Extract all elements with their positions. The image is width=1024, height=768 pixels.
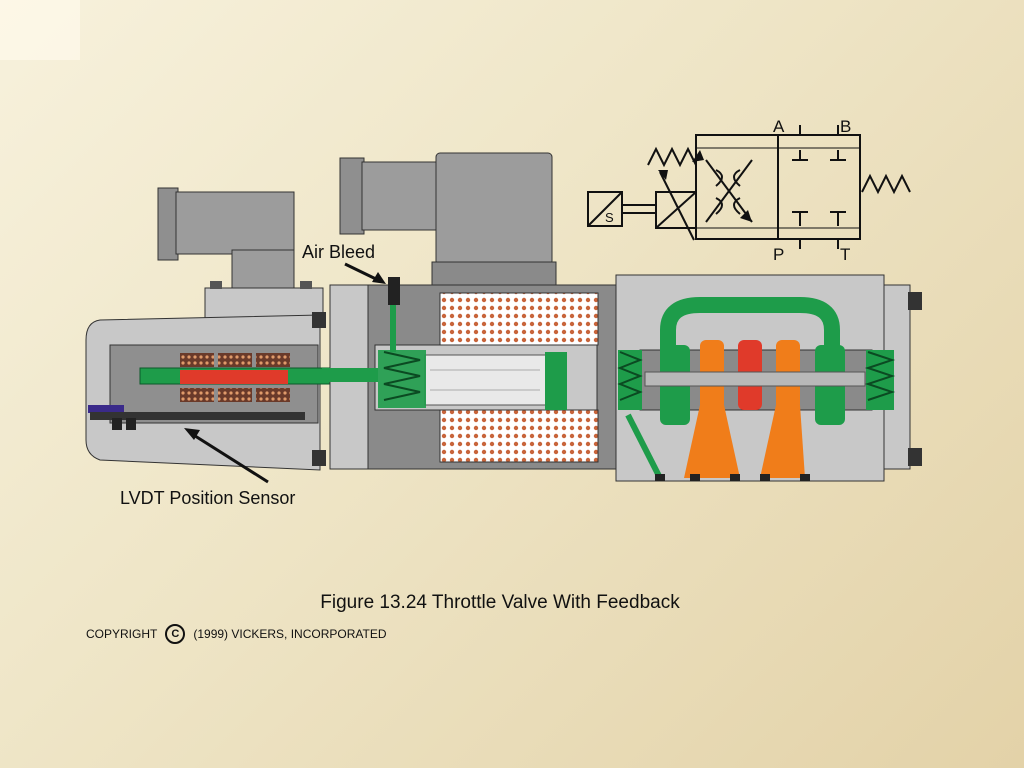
copyright-text: (1999) VICKERS, INCORPORATED (193, 627, 387, 641)
copyright-prefix: COPYRIGHT (86, 627, 158, 641)
lvdt-connector (157, 187, 324, 319)
port-a-label: A (773, 117, 785, 136)
flow-arrow-a (692, 150, 704, 162)
port-t-label: T (840, 245, 850, 264)
copyright-symbol: C (165, 624, 186, 644)
solenoid-connector (339, 152, 557, 287)
main-valve-body (615, 274, 922, 482)
figure-caption: Figure 13.24 Throttle Valve With Feedbac… (320, 592, 680, 613)
adjust-arrow-head (658, 170, 668, 180)
solenoid-s-label: S (605, 210, 614, 225)
copyright-notice: COPYRIGHT C (1999) VICKERS, INCORPORATED (86, 624, 387, 644)
port-p-label: P (773, 245, 784, 264)
lvdt-housing (85, 312, 351, 471)
flow-arrow-b (740, 210, 752, 222)
lvdt-arrow-head (184, 428, 200, 440)
port-b-label: B (840, 117, 851, 136)
air-bleed-arrow-head (372, 272, 386, 284)
hydraulic-symbol (587, 125, 911, 249)
corner-highlight (0, 0, 80, 60)
lvdt-sensor-label: LVDT Position Sensor (120, 488, 295, 508)
air-bleed-arrow (344, 262, 379, 282)
solenoid-housing (322, 277, 617, 470)
lvdt-arrow (191, 432, 269, 484)
air-bleed-label: Air Bleed (302, 242, 375, 262)
